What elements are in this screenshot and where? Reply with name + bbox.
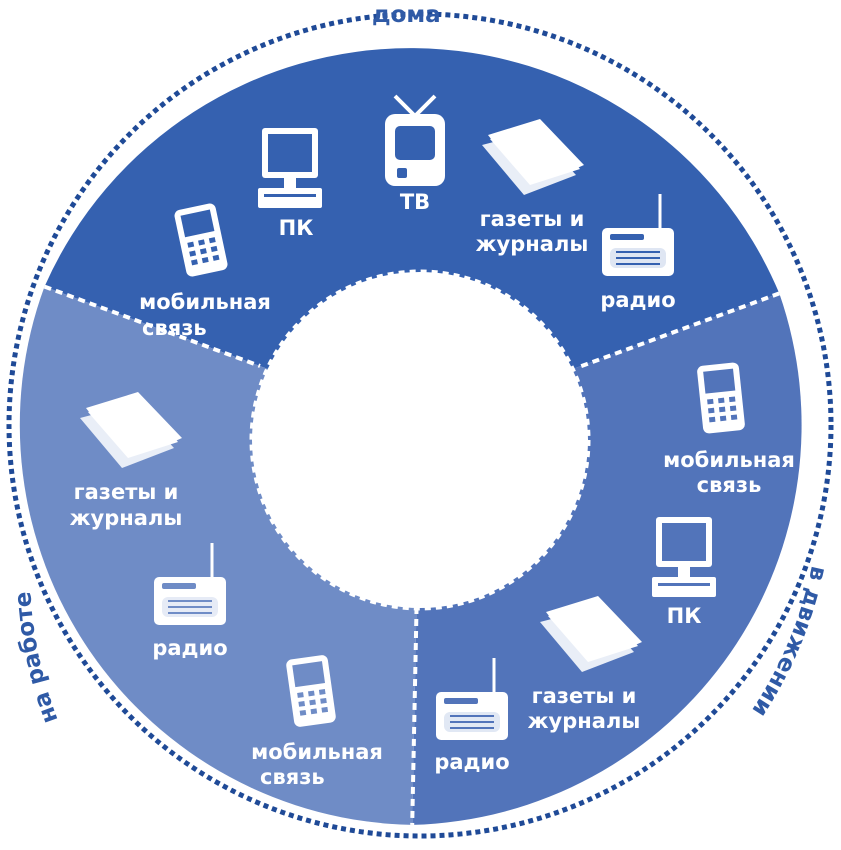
moving-press-label-2: журналы [527,709,641,733]
outer-dotted-ring [6,11,834,839]
moving-pc-label: ПК [666,604,702,628]
computer-icon [652,517,716,597]
home-pc-label: ПК [278,216,314,240]
mobile-phone-icon [697,362,745,434]
newspaper-icon [540,596,642,672]
ring-label-work: на работе [10,591,63,727]
home-press-label-1: газеты и [479,207,585,231]
radio-icon [154,543,226,625]
newspaper-icon [80,392,182,468]
home-tv-label: ТВ [399,190,431,214]
work-press-label-2: журналы [69,506,183,530]
home-radio-label: радио [600,288,676,312]
ring-label-home: дома [372,2,441,28]
work-radio-label: радио [152,636,228,660]
home-mobile-label-2: связь [142,316,207,340]
moving-press-label-1: газеты и [531,684,637,708]
moving-mobile-label-2: связь [696,473,762,497]
moving-radio-label: радио [434,750,510,774]
divider-bottom [410,594,419,825]
moving-mobile-label-1: мобильная [663,448,795,472]
divider-left [43,284,261,368]
center-hole [262,282,578,598]
work-mobile-label-1: мобильная [251,740,383,764]
home-mobile-label-1: мобильная [139,290,271,314]
mobile-phone-icon [286,655,336,727]
tv-icon [385,94,445,186]
newspaper-icon [482,119,584,195]
work-mobile-label-2: связь [260,765,325,789]
home-press-label-2: журналы [475,232,589,256]
computer-icon [258,128,322,208]
mobile-phone-icon [174,203,228,277]
radio-icon [602,194,674,276]
work-press-label-1: газеты и [73,480,179,504]
sector-home [44,48,780,425]
radio-icon [436,658,508,740]
